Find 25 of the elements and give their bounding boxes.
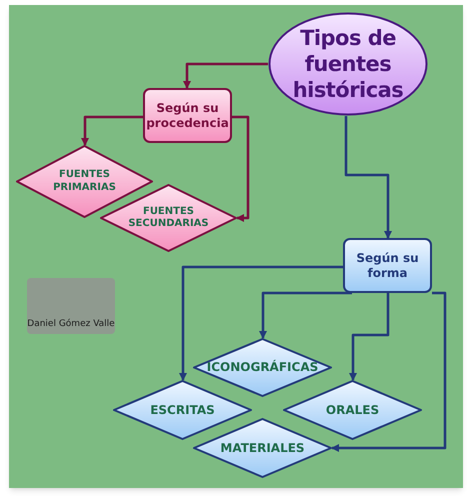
type-diamond — [283, 380, 422, 440]
node-label: MATERIALES — [220, 440, 305, 456]
arrow — [232, 116, 250, 222]
node-label: Tipos de fuentes históricas — [292, 24, 404, 104]
arrow — [344, 116, 392, 239]
node-label: Según su forma — [355, 250, 420, 280]
node-label: ORALES — [326, 402, 380, 418]
arrow — [349, 293, 390, 381]
node-label: FUENTES PRIMARIAS — [52, 169, 117, 194]
node-label: FUENTES SECUNDARIAS — [127, 206, 210, 230]
arrow — [331, 292, 446, 452]
category-box — [143, 88, 232, 143]
title-ellipse — [268, 12, 428, 116]
type-diamond — [113, 380, 252, 440]
node-label: Según su procedencia — [146, 100, 229, 130]
arrow — [183, 62, 268, 89]
category-box — [343, 238, 432, 293]
type-diamond — [193, 418, 332, 478]
arrow — [179, 266, 343, 381]
node-label: ESCRITAS — [150, 402, 215, 418]
type-diamond — [193, 338, 332, 397]
arrow — [259, 292, 352, 339]
author-credit: Daniel Gómez Valle — [27, 318, 115, 330]
arrow — [81, 116, 143, 146]
node-label: ICONOGRÁFICAS — [206, 360, 318, 375]
